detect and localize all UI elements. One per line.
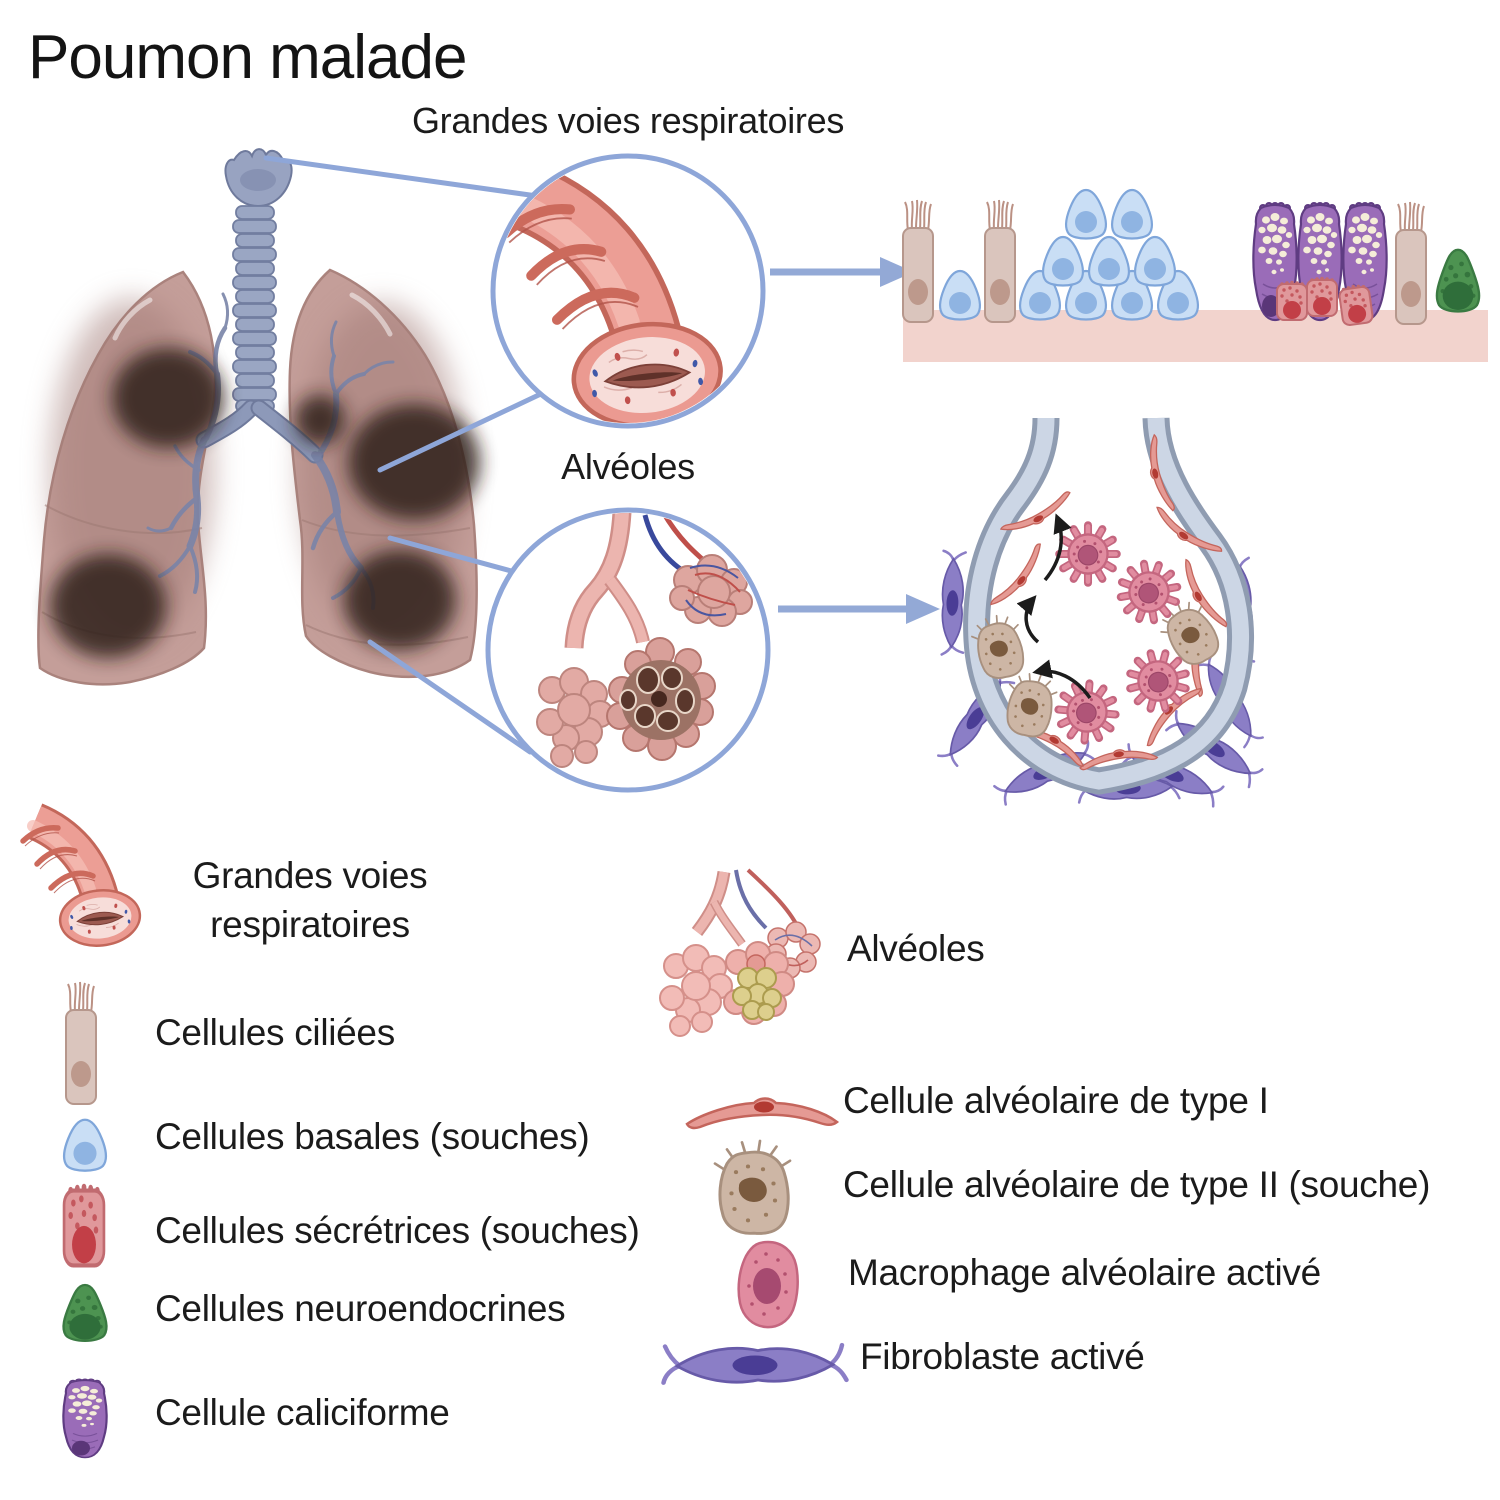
basal-cell	[938, 269, 982, 321]
callout-circle-large-airways	[490, 153, 766, 429]
arrow-to-alveolus-icon	[778, 594, 940, 624]
fibrotic-alveolus-diagram	[935, 417, 1264, 809]
legend-item-goblet-cell-label: Cellule caliciforme	[155, 1392, 450, 1433]
alveoli-icon	[659, 868, 821, 1037]
activated-fibroblast-icon	[664, 1345, 847, 1383]
neuroendocrine-cell-icon	[62, 1283, 108, 1343]
legend-label-line: respiratoires	[210, 903, 410, 945]
diseased-alveolar-sac	[606, 637, 716, 761]
type-1-alveolar-cell-icon	[685, 1097, 839, 1130]
diseased-lungs-illustration	[37, 148, 480, 686]
legend-item-alveoli-label: Alvéoles	[847, 928, 985, 969]
lung-lesions	[50, 348, 480, 658]
ciliated-cell-icon	[65, 981, 97, 1105]
lung-highlights	[112, 292, 393, 341]
alveolus-wall	[963, 417, 1255, 795]
legend-item-large-airways-label: Grandes voies respiratoires	[158, 852, 462, 950]
secretory-cell	[1337, 281, 1375, 327]
trachea	[195, 148, 324, 464]
lesion-spot	[295, 395, 345, 445]
lesion-spot	[344, 550, 456, 650]
lesion-spot	[348, 404, 480, 520]
lesion-spot	[112, 348, 224, 448]
secretory-cell	[1306, 275, 1338, 317]
basal-cell-hyperplasia	[1018, 188, 1200, 321]
ciliated-cell	[984, 199, 1016, 323]
alveoli-callout-label: Alvéoles	[561, 446, 695, 487]
callout-leader-lines	[263, 155, 548, 755]
differentiation-arrows	[1016, 513, 1092, 700]
airway-icon	[23, 821, 143, 950]
legend-item-secretory-cells-label: Cellules sécrétrices (souches)	[155, 1210, 640, 1251]
lesion-spot	[50, 554, 166, 658]
ciliated-cell	[902, 199, 934, 323]
legend-item-macrophage-label: Macrophage alvéolaire activé	[848, 1252, 1321, 1293]
page-title: Poumon malade	[28, 23, 467, 92]
arrow-to-epithelium-icon	[770, 257, 914, 287]
neuroendocrine-cell	[1435, 248, 1481, 313]
goblet-cell-icon	[62, 1378, 108, 1459]
callout-circle-alveoli	[485, 507, 771, 793]
legend-item-neuroendocrine-cells-label: Cellules neuroendocrines	[155, 1288, 566, 1329]
alveoli-cluster	[536, 513, 753, 768]
legend-item-type1-cell-label: Cellule alvéolaire de type I	[843, 1080, 1269, 1121]
large-airways-callout-label: Grandes voies respiratoires	[411, 100, 845, 141]
legend-label-line: Grandes voies	[192, 855, 428, 896]
macrophage	[1059, 525, 1117, 583]
legend-item-ciliated-cells-label: Cellules ciliées	[155, 1012, 395, 1053]
secretory-cell	[1276, 279, 1308, 321]
legend-item-type2-cell-label: Cellule alvéolaire de type II (souche)	[843, 1164, 1431, 1205]
epithelium-diagram	[902, 188, 1488, 362]
legend-item-fibroblast-label: Fibroblaste activé	[860, 1336, 1145, 1377]
ciliated-cell	[1395, 201, 1427, 325]
legend-item-basal-cells-label: Cellules basales (souches)	[155, 1116, 590, 1157]
activated-macrophage-icon	[737, 1240, 799, 1329]
secretory-cell-icon	[64, 1184, 104, 1266]
basal-cell-icon	[62, 1118, 108, 1172]
type-2-alveolar-cell-icon	[713, 1139, 792, 1235]
